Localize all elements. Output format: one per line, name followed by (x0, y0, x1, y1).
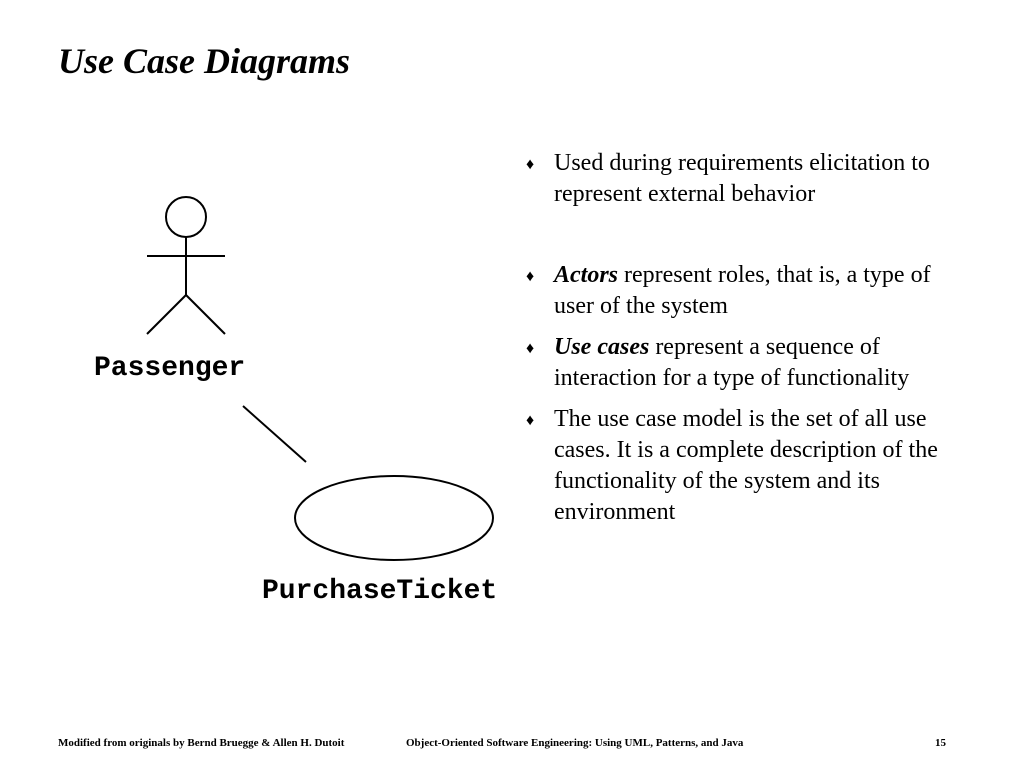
diamond-bullet-icon: ♦ (526, 156, 535, 173)
bullet-item: ♦ Actors represent roles, that is, a typ… (522, 260, 962, 322)
bullet-text: The use case model is the set of all use… (554, 406, 938, 525)
actor-head (165, 196, 207, 238)
bullet-item: ♦ Used during requirements elicitation t… (522, 148, 962, 210)
use-case-label: PurchaseTicket (262, 576, 497, 607)
use-case-ellipse (294, 475, 494, 561)
footer-credit: Modified from originals by Bernd Bruegge… (58, 737, 345, 749)
diamond-bullet-icon: ♦ (526, 412, 535, 429)
bullet-item: ♦ Use cases represent a sequence of inte… (522, 332, 962, 394)
association-line (242, 405, 307, 463)
slide-title: Use Case Diagrams (58, 41, 351, 81)
actor-right-leg (185, 294, 226, 335)
bullet-emphasis: Actors (554, 262, 619, 288)
footer-book-title: Object-Oriented Software Engineering: Us… (406, 737, 744, 749)
bullet-text: represent roles, that is, a type of user… (554, 262, 931, 319)
actor-label: Passenger (94, 353, 245, 384)
bullet-text: Used during requirements elicitation to … (554, 150, 930, 207)
diamond-bullet-icon: ♦ (526, 268, 535, 285)
page-number: 15 (935, 737, 946, 749)
bullet-item: ♦ The use case model is the set of all u… (522, 404, 962, 528)
bullet-text: represent a sequence of interaction for … (554, 334, 910, 391)
bullet-list: ♦ Used during requirements elicitation t… (522, 148, 962, 528)
actor-left-leg (146, 294, 187, 335)
actor-figure (146, 196, 226, 335)
diamond-bullet-icon: ♦ (526, 340, 535, 357)
bullet-emphasis: Use cases (554, 334, 650, 360)
